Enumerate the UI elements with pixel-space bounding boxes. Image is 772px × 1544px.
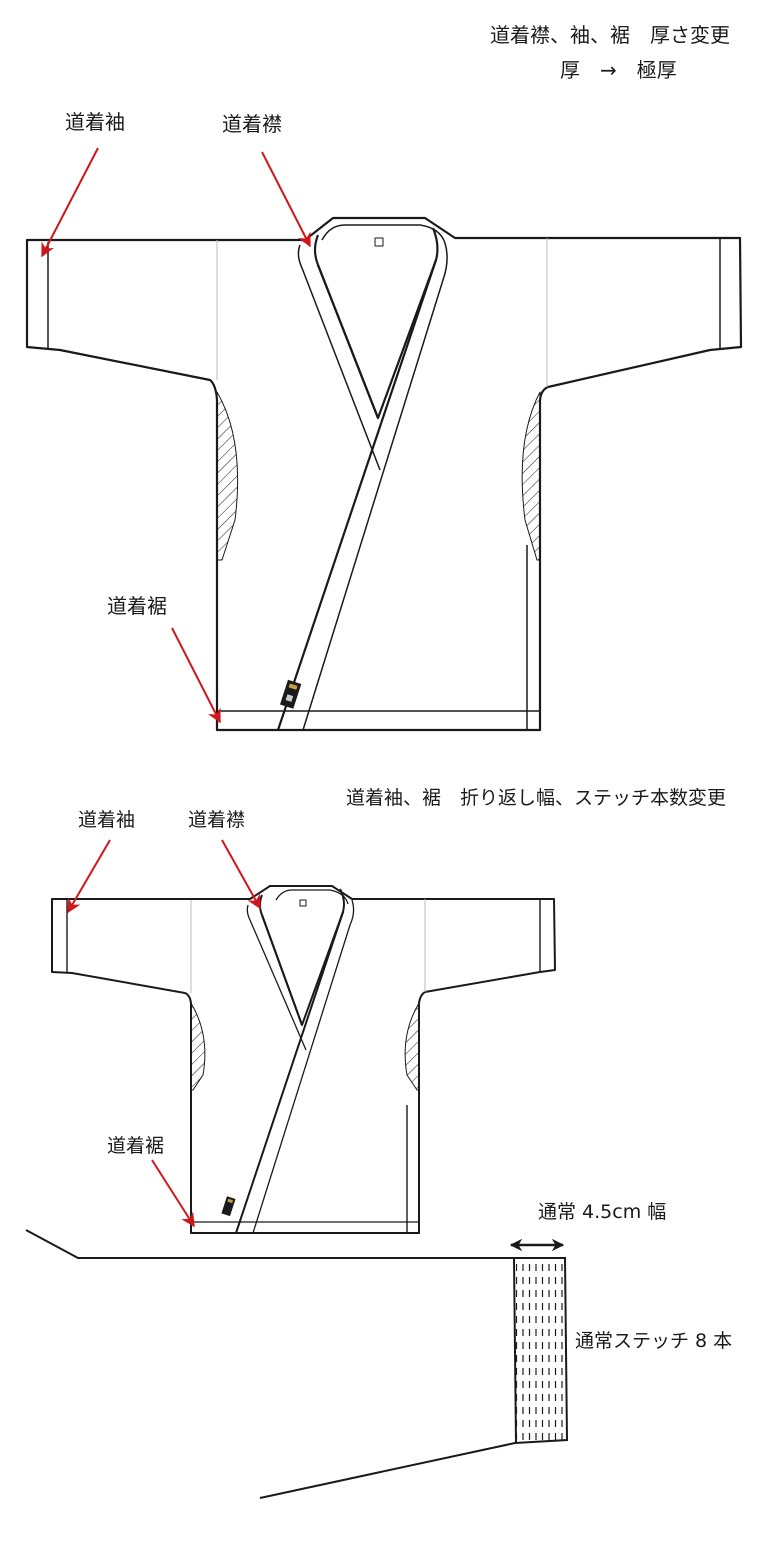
section1-subtitle: 厚 → 極厚 bbox=[560, 58, 677, 82]
cuff-detail bbox=[25, 1229, 569, 1499]
section2-title: 道着袖、裾 折り返し幅、ステッチ本数変更 bbox=[346, 787, 727, 809]
section1-label-collar: 道着襟 bbox=[222, 112, 282, 136]
section1-label-hem: 道着裾 bbox=[107, 594, 167, 618]
arrow-hem-icon bbox=[171, 627, 221, 724]
gi-illustration-cuff bbox=[51, 885, 556, 1234]
stitch-pattern bbox=[516, 1259, 565, 1442]
section1-label-sleeve: 道着袖 bbox=[65, 110, 125, 134]
gi-illustration-thick bbox=[25, 216, 743, 732]
brand-tag-icon bbox=[279, 679, 302, 709]
section2-label-collar: 道着襟 bbox=[188, 809, 246, 831]
arrow-collar2-icon bbox=[221, 839, 261, 910]
arrow-sleeve-icon bbox=[41, 147, 99, 258]
arrows-section1 bbox=[41, 147, 311, 724]
arrow-hem2-icon bbox=[151, 1159, 195, 1228]
arrows-section2 bbox=[67, 839, 261, 1228]
stitch-label: 通常ステッチ 8 本 bbox=[575, 1330, 733, 1352]
arrow-sleeve2-icon bbox=[67, 839, 111, 914]
section1-title: 道着襟、袖、裾 厚さ変更 bbox=[490, 23, 730, 47]
section2-label-hem: 道着裾 bbox=[107, 1135, 165, 1157]
section2-label-sleeve: 道着袖 bbox=[78, 809, 136, 831]
brand-tag-small-icon bbox=[221, 1196, 236, 1217]
arrow-collar-icon bbox=[261, 151, 311, 248]
width-label: 通常 4.5cm 幅 bbox=[538, 1201, 667, 1223]
